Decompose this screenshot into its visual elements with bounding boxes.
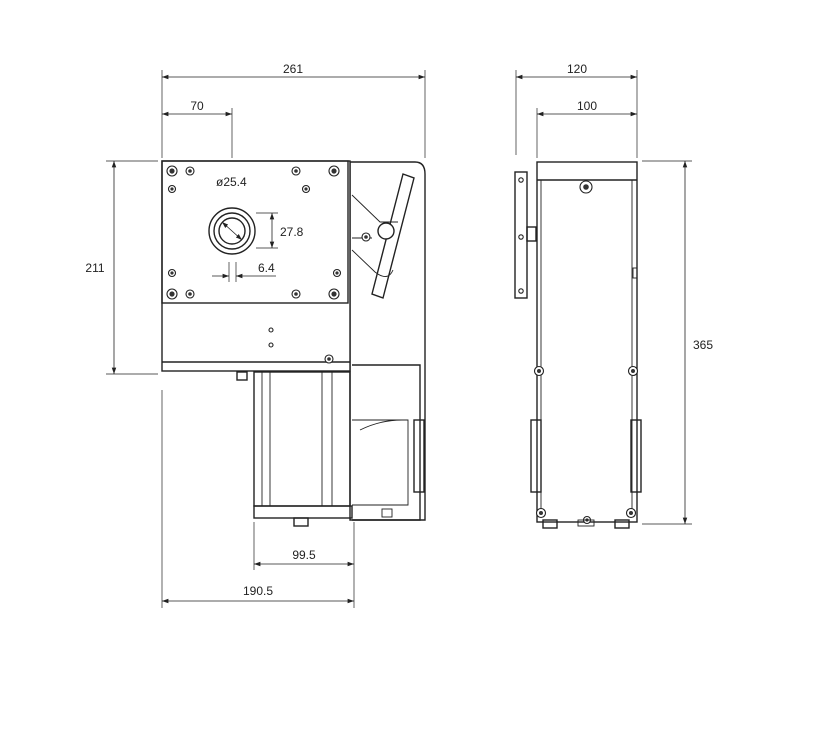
gearbox-lower-housing: [352, 364, 425, 521]
dim-front-width: 261: [283, 62, 303, 76]
motor-block: [236, 371, 353, 527]
dim-side-width: 120: [567, 62, 587, 76]
dim-base-width: 99.5: [292, 548, 316, 562]
dim-front-offset: 70: [190, 99, 204, 113]
hand-crank: [351, 173, 415, 299]
dim-side-height: 365: [693, 338, 713, 352]
mounting-plate-outline: [161, 160, 351, 372]
gearbox-side-body: [349, 161, 426, 521]
side-view: [514, 161, 642, 529]
dim-shaft-diameter: ø25.4: [216, 175, 247, 189]
output-shaft: [208, 207, 256, 255]
dim-base-offset: 190.5: [243, 584, 273, 598]
flange-panel: [161, 160, 349, 304]
dim-shaft-key-width: 6.4: [258, 261, 275, 275]
dim-front-height: 211: [85, 261, 104, 275]
front-view: [161, 160, 426, 527]
dim-shaft-key-height: 27.8: [280, 225, 304, 239]
flange-holes: [166, 165, 342, 300]
front-dimensions: 261 70 211 ø25.4 27.8 6.4 99.5 190.5: [85, 62, 426, 608]
side-main-body: [536, 161, 638, 523]
side-dimensions: 120 100 365: [515, 62, 713, 525]
dim-side-inner-width: 100: [577, 99, 597, 113]
